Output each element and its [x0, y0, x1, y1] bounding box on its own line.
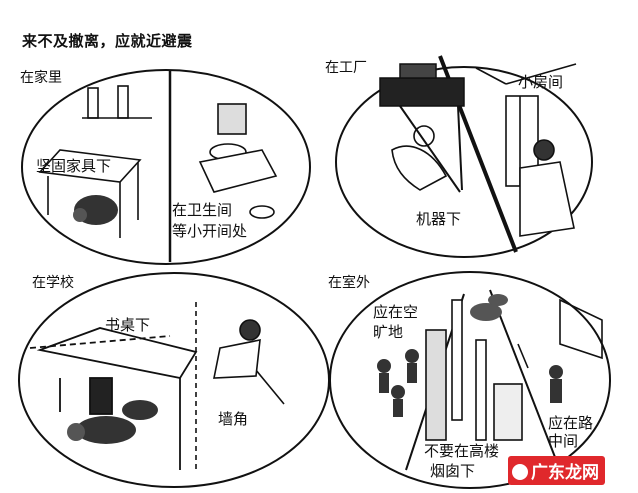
label-under-desk: 书桌下: [105, 316, 151, 334]
label-road-middle-line1: 应在路: [548, 414, 594, 432]
home-person: [73, 195, 118, 225]
panel-title-school: 在学校: [32, 275, 74, 291]
home-oval: [21, 69, 311, 265]
outdoor-street: [517, 298, 603, 369]
school-desk: [29, 327, 198, 470]
school-person-corner: [213, 319, 261, 379]
watermark-text: 广东龙网: [531, 463, 599, 483]
label-bathroom-line2: 等小开间处: [172, 222, 248, 240]
factory-machine: [379, 63, 465, 193]
watermark: 广东龙网: [508, 456, 605, 485]
outdoor-street-people: [549, 365, 563, 403]
watermark-logo-icon: [512, 464, 528, 480]
outdoor-smoke: [470, 294, 508, 321]
label-small-room: 小房间: [518, 73, 564, 91]
home-bathroom: [198, 103, 278, 219]
outdoor-oval: [329, 271, 611, 489]
home-table: [38, 85, 152, 238]
label-not-under-buildings-line2: 烟囱下: [430, 462, 476, 480]
factory-person-right: [519, 139, 575, 237]
panel-title-home: 在家里: [20, 70, 62, 86]
outdoor-open-area: [377, 349, 419, 417]
school-oval: [18, 272, 330, 488]
panel-title-outdoor: 在室外: [328, 275, 370, 291]
school-students: [67, 400, 158, 444]
factory-person-left: [391, 125, 448, 191]
label-open-area-line1: 应在空: [373, 303, 419, 321]
main-title: 来不及撤离，应就近避震: [22, 32, 193, 50]
label-sturdy-furniture: 坚固家具下: [36, 157, 112, 175]
label-not-under-buildings-line1: 不要在高楼: [424, 442, 500, 460]
label-wall-corner: 墙角: [218, 410, 249, 428]
label-road-middle-line2: 中间: [548, 432, 579, 450]
factory-oval: [335, 66, 593, 258]
label-open-area-line2: 旷地: [373, 323, 404, 341]
panel-title-factory: 在工厂: [325, 60, 367, 76]
label-under-machine: 机器下: [416, 210, 462, 228]
label-bathroom-line1: 在卫生间: [172, 201, 233, 219]
outdoor-buildings: [425, 299, 523, 441]
